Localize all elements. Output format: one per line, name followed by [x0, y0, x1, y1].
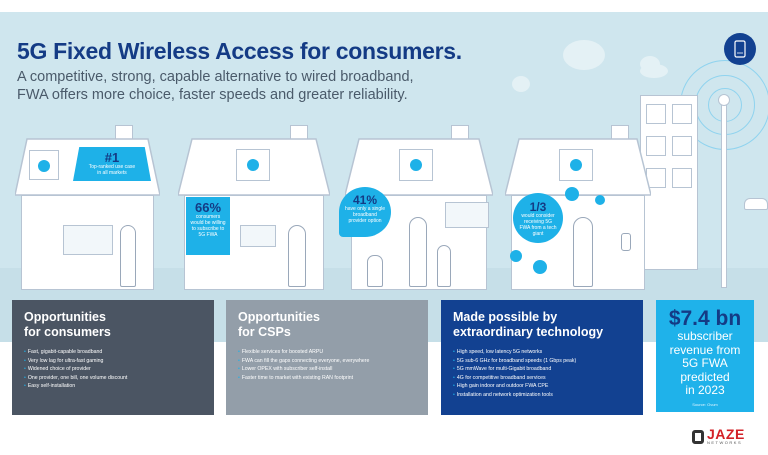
- house-1: #1 Top-ranked use case in all markets: [15, 125, 160, 290]
- revenue-line: predicted: [680, 369, 730, 384]
- laptop: [240, 225, 276, 247]
- wifi-icon: [247, 159, 259, 171]
- list-item: Faster time to market with existing RAN …: [238, 374, 416, 383]
- cloud: [640, 64, 668, 78]
- stat-note-2: 66% consumers would be willing to subscr…: [186, 197, 230, 255]
- gamer-person: [120, 225, 136, 287]
- stat-bubble-3: 41% have only a single broadband provide…: [339, 187, 391, 237]
- house-3: 41% have only a single broadband provide…: [339, 125, 493, 290]
- wifi-icon: [38, 160, 50, 172]
- dog: [367, 255, 383, 287]
- revenue-line: in 2023: [685, 383, 725, 397]
- house-2: 66% consumers would be willing to subscr…: [178, 125, 330, 290]
- car: [744, 198, 768, 210]
- list-item: Easy self-installation: [24, 382, 202, 391]
- subtitle-line: FWA offers more choice, faster speeds an…: [17, 87, 408, 103]
- list-item: 5G sub-6 GHz for broadband speeds (1 Gbp…: [453, 357, 631, 366]
- woman-person: [288, 225, 306, 287]
- cell-tower: [721, 98, 727, 288]
- revenue-amount: $7.4 bn: [668, 307, 742, 330]
- fwa-router: [621, 233, 631, 251]
- list-item: One provider, one bill, one volume disco…: [24, 374, 202, 383]
- list-item: High gain indoor and outdoor FWA CPE: [453, 382, 631, 391]
- thermostat-icon: [595, 195, 605, 205]
- tv: [63, 225, 113, 255]
- woman-person: [573, 217, 593, 287]
- security-icon: [510, 250, 522, 262]
- list-item: Installation and network optimization to…: [453, 391, 631, 400]
- revenue-source: Source: Ovum: [692, 401, 718, 407]
- list-item: Fast, gigabit-capable broadband: [24, 348, 202, 357]
- video-screen: [445, 202, 489, 228]
- man-person: [409, 217, 427, 287]
- panel-revenue: $7.4 bn subscriber revenue from 5G FWA p…: [656, 300, 754, 412]
- revenue-line: revenue from: [669, 342, 741, 357]
- jaze-logo: JAZE NETWORKS: [692, 426, 745, 445]
- revenue-line: 5G FWA: [682, 356, 728, 370]
- stat-circle-4: 1/3 would consider receiving 5G FWA from…: [513, 193, 563, 243]
- logo-sub: NETWORKS: [707, 440, 743, 445]
- cloud: [563, 40, 605, 70]
- list-item: Flexible services for boosted ARPU: [238, 348, 416, 357]
- list-item: FWA can fill the gaps connecting everyon…: [238, 357, 416, 366]
- tower-light: [718, 94, 730, 106]
- logo-name: JAZE: [707, 426, 745, 442]
- revenue-line: subscriber: [677, 329, 733, 343]
- lightbulb-icon: [565, 187, 579, 201]
- house-4: 1/3 would consider receiving 5G FWA from…: [505, 125, 651, 290]
- list-item: Widened choice of provider: [24, 365, 202, 374]
- smartphone-badge: [724, 33, 756, 65]
- wifi-icon: [410, 159, 422, 171]
- tv-icon: [533, 260, 547, 274]
- subtitle-line: A competitive, strong, capable alternati…: [17, 69, 414, 85]
- list-item: High speed, low latency 5G networks: [453, 348, 631, 357]
- panel-list: Flexible services for boosted ARPU FWA c…: [238, 348, 416, 382]
- page-subtitle: A competitive, strong, capable alternati…: [17, 68, 487, 104]
- list-item: Very low lag for ultra-fast gaming: [24, 357, 202, 366]
- wifi-icon: [570, 159, 582, 171]
- list-item: 4G for competitive broadband services: [453, 374, 631, 383]
- panel-list: High speed, low latency 5G networks 5G s…: [453, 348, 631, 399]
- child-person: [437, 245, 451, 287]
- stat-banner-1: #1 Top-ranked use case in all markets: [73, 147, 151, 181]
- cloud: [512, 76, 530, 92]
- speech-logo-icon: [692, 429, 704, 444]
- page-title: 5G Fixed Wireless Access for consumers.: [17, 38, 462, 64]
- list-item: Lower OPEX with subscriber self-install: [238, 365, 416, 374]
- panel-list: Fast, gigabit-capable broadband Very low…: [24, 348, 202, 391]
- list-item: 5G mmWave for multi-Gigabit broadband: [453, 365, 631, 374]
- smartphone-icon: [734, 40, 746, 58]
